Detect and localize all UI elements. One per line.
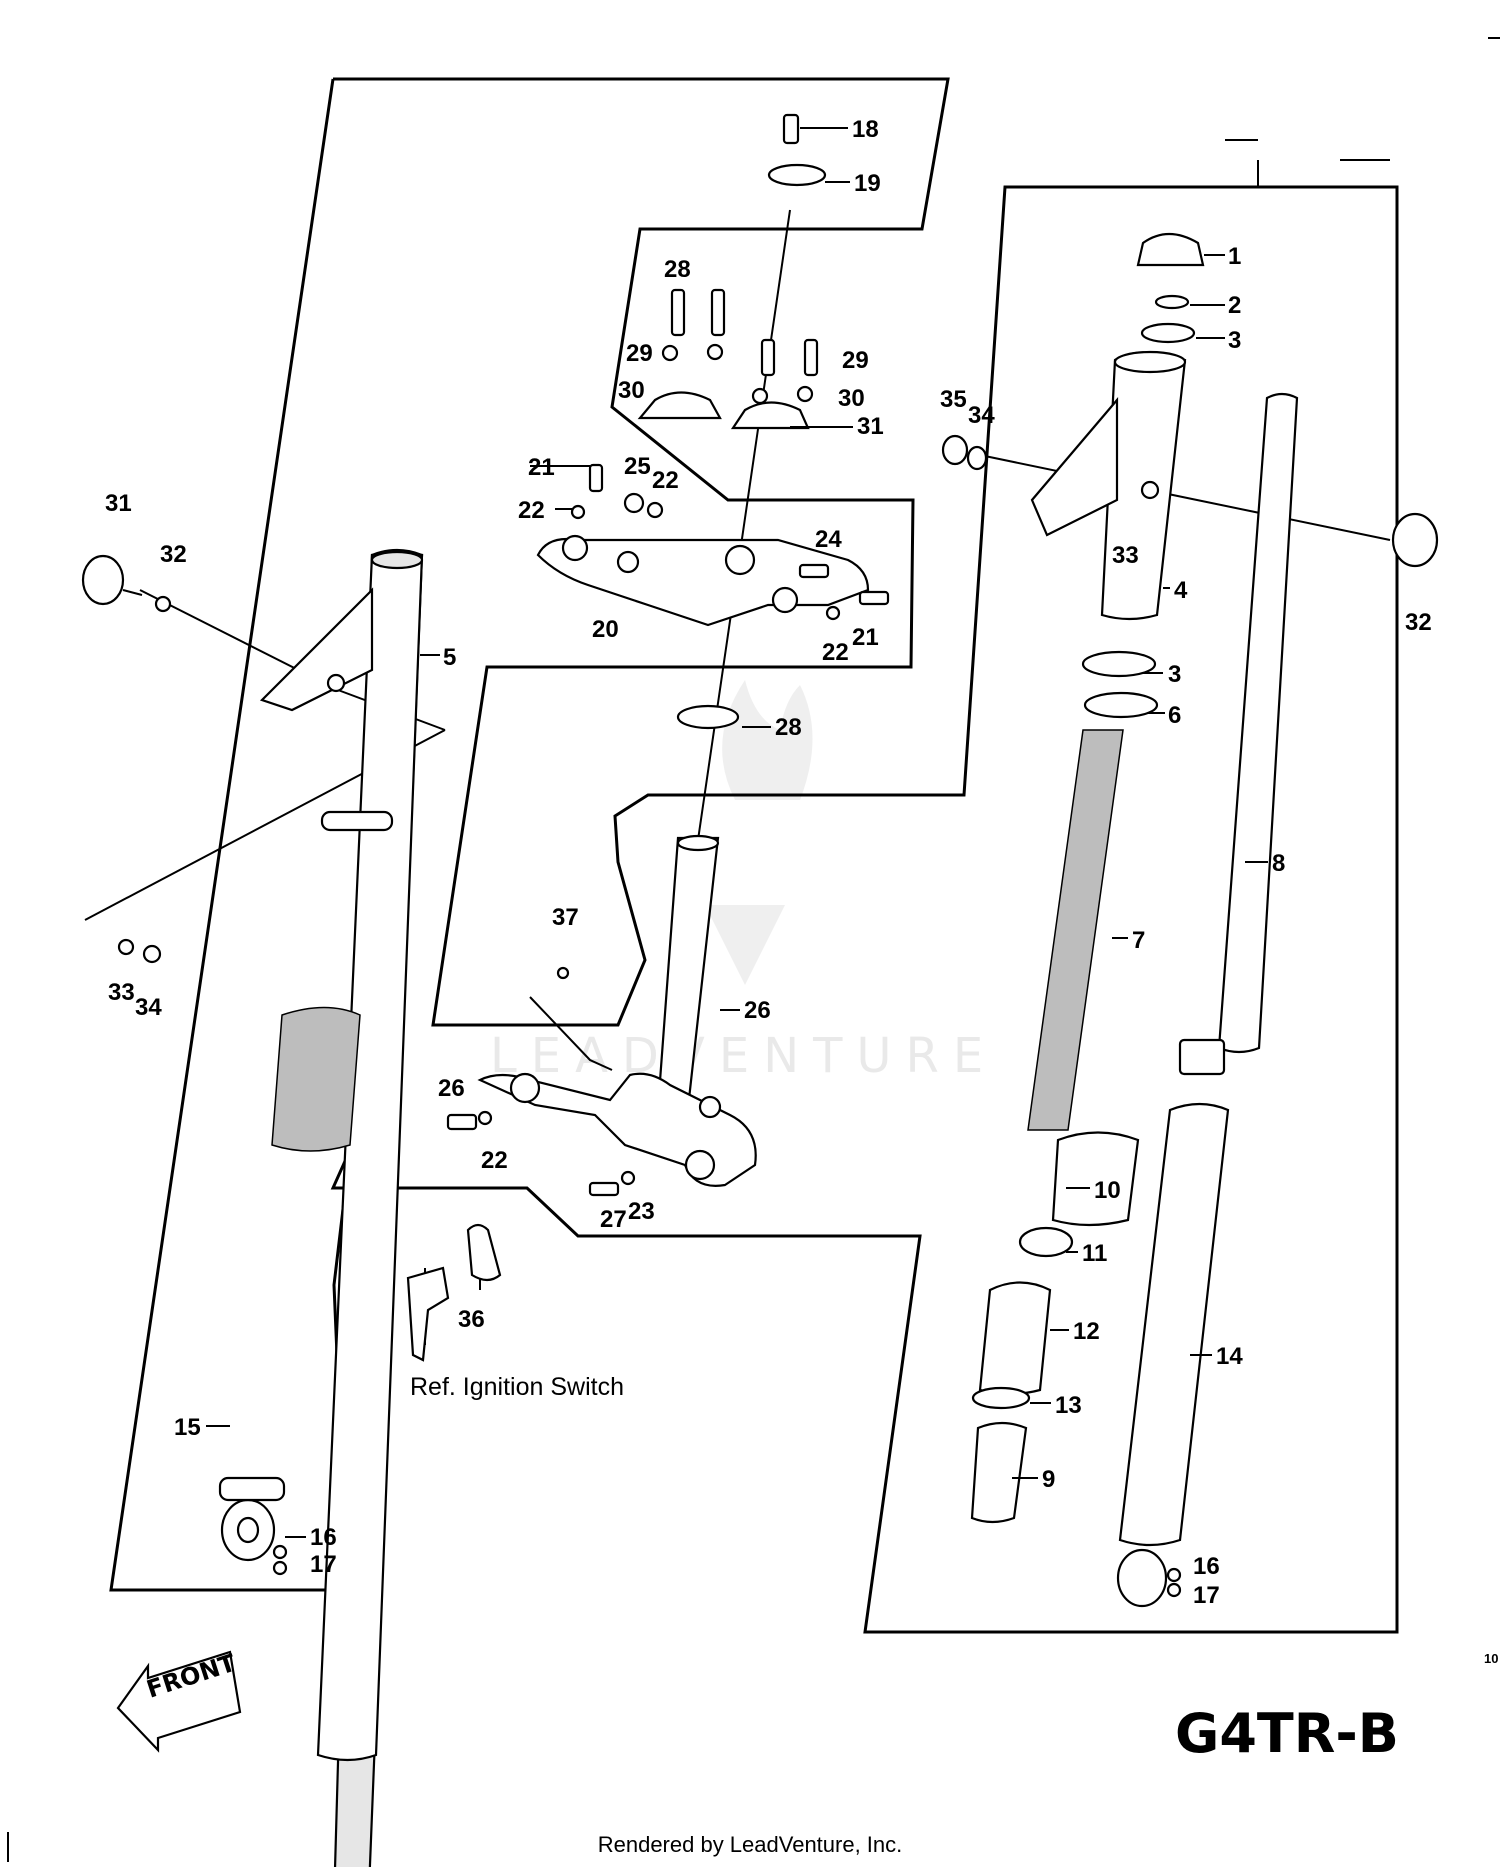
callout-21: 21 — [528, 454, 555, 481]
callout-34b: 35 — [940, 386, 967, 413]
callout-22c: 22 — [822, 639, 849, 666]
callout-5: 5 — [443, 644, 456, 671]
callout-18: 18 — [852, 116, 879, 143]
callout-22e: 23 — [628, 1198, 655, 1225]
callout-9: 9 — [1042, 1466, 1055, 1493]
callout-30: 30 — [618, 377, 645, 404]
watermark-text: LEADVENTURE — [490, 1028, 997, 1084]
steering-stem — [477, 704, 757, 1187]
callout-12: 12 — [1073, 1318, 1100, 1345]
callout-8: 8 — [1272, 850, 1285, 877]
upper-bracket — [536, 113, 870, 627]
callout-33: 33 — [108, 979, 135, 1006]
callout-26b: 27 — [600, 1206, 627, 1233]
callout-32: 32 — [160, 541, 187, 568]
callout-29b: 30 — [838, 385, 865, 412]
callout-22d: 22 — [481, 1147, 508, 1174]
callout-28: 28 — [664, 256, 691, 283]
callout-36: 37 — [552, 904, 579, 931]
callout-labels: 1 2 3 3 4 5 6 7 8 9 10 11 12 13 14 15 16… — [105, 116, 1432, 1609]
callout-2: 2 — [1228, 292, 1241, 319]
callout-14: 14 — [1216, 1343, 1243, 1370]
left-fork-boundary — [109, 77, 1399, 1634]
callout-31b: 32 — [1405, 609, 1432, 636]
ignition-switch — [406, 1223, 502, 1362]
callout-27: 28 — [775, 714, 802, 741]
callout-1: 1 — [1228, 243, 1241, 270]
callout-17: 17 — [310, 1551, 337, 1578]
callout-11: 11 — [1082, 1240, 1107, 1267]
callout-35: 36 — [458, 1306, 485, 1333]
edge-mark: 10 — [1484, 1651, 1498, 1666]
callout-28b: 29 — [842, 347, 869, 374]
callout-23: 24 — [815, 526, 842, 553]
callout-22: 22 — [518, 497, 545, 524]
model-code: G4TR-B — [1175, 1702, 1399, 1765]
callout-16b: 16 — [1193, 1553, 1220, 1580]
callout-15: 15 — [174, 1414, 201, 1441]
callout-32b: 33 — [1112, 542, 1139, 569]
callout-4: 4 — [1174, 577, 1188, 604]
callout-25: 26 — [744, 997, 771, 1024]
callout-13: 13 — [1055, 1392, 1082, 1419]
footer-credit: Rendered by LeadVenture, Inc. — [598, 1832, 903, 1857]
left-fork-tube — [218, 548, 424, 1867]
callout-7: 7 — [1132, 927, 1145, 954]
callout-31: 31 — [105, 490, 132, 517]
callout-ticks — [206, 127, 1268, 1538]
front-arrow: FRONT — [116, 1649, 242, 1753]
ignition-switch-reference: Ref. Ignition Switch — [410, 1373, 624, 1401]
callout-20: 20 — [592, 616, 619, 643]
leadventure-watermark: LEADVENTURE — [490, 680, 997, 1084]
callout-33b: 34 — [968, 402, 995, 429]
callout-17b: 17 — [1193, 1582, 1220, 1609]
callout-26: 26 — [438, 1075, 465, 1102]
callout-16: 16 — [310, 1524, 337, 1551]
callout-22b: 22 — [652, 467, 679, 494]
callout-29: 29 — [626, 340, 653, 367]
left-reflector — [81, 554, 172, 964]
right-fork-parts — [941, 232, 1439, 1608]
callout-6: 6 — [1168, 702, 1181, 729]
callout-34: 34 — [135, 994, 162, 1021]
callout-3: 3 — [1228, 327, 1241, 354]
callout-30b: 31 — [857, 413, 884, 440]
fasteners — [272, 288, 1182, 1598]
callout-24: 25 — [624, 453, 651, 480]
callout-10: 10 — [1094, 1177, 1121, 1204]
callout-19: 19 — [854, 170, 881, 197]
callout-21b: 21 — [852, 624, 879, 651]
callout-3b: 3 — [1168, 661, 1181, 688]
